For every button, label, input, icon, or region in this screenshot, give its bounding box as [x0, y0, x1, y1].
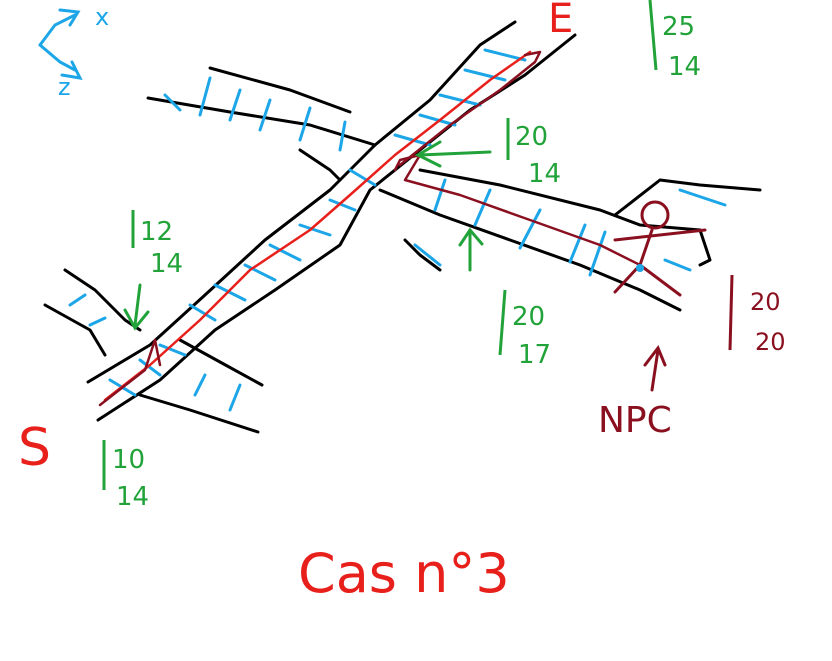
- road-diagonal-upper-edge: [86, 20, 517, 384]
- road-right-stub: [403, 238, 442, 272]
- caption: Cas n°3: [298, 542, 510, 605]
- end-coord-a: 25: [662, 12, 695, 42]
- road-cross-right-top: [178, 338, 264, 387]
- end-letter: E: [548, 0, 573, 42]
- npc-figure: [613, 200, 707, 297]
- junction-left-coord-b: 14: [150, 249, 183, 279]
- npc-head: [640, 200, 670, 230]
- axis-z-label: z: [58, 73, 71, 101]
- road-cross-bottom: [43, 303, 107, 357]
- axis-x-label: x: [95, 3, 109, 31]
- road-right-arrow: [458, 227, 484, 272]
- junction-left-coord-a: 12: [140, 217, 173, 247]
- road-upper-left-bottom: [208, 66, 352, 114]
- npc-marker: [636, 264, 644, 272]
- road-right-coord-b: 17: [518, 340, 551, 370]
- npc-label: NPC: [598, 400, 672, 441]
- road-right-coord-a: 20: [512, 302, 545, 332]
- start-coord-b: 14: [116, 482, 149, 512]
- end-bracket: [648, 0, 658, 71]
- start-letter: S: [18, 418, 51, 478]
- npc-coord-b: 20: [755, 328, 786, 356]
- junction-center-arrow: [414, 140, 492, 168]
- npc-path: [98, 50, 642, 407]
- road-tiles: [68, 48, 727, 412]
- road-upper-left-stub: [298, 148, 342, 182]
- planned-path: [103, 50, 532, 402]
- start-coord-a: 10: [112, 445, 145, 475]
- road-npc-box-top: [613, 178, 762, 217]
- road-outlines: [43, 20, 762, 434]
- end-coord-b: 14: [668, 52, 701, 82]
- road-cross-right-bottom: [138, 393, 260, 434]
- road-right-bottom: [378, 188, 682, 312]
- road-npc-box-bottom: [698, 228, 712, 267]
- road-right-bracket: [498, 289, 507, 356]
- junction-center-coord-a: 20: [515, 122, 548, 152]
- npc-bracket: [728, 274, 734, 351]
- npc-coord-a: 20: [750, 288, 781, 316]
- junction-left-arrow: [123, 283, 150, 331]
- axis-indicator: [38, 8, 83, 80]
- npc-arrow: [643, 345, 667, 392]
- junction-center-coord-b: 14: [528, 159, 561, 189]
